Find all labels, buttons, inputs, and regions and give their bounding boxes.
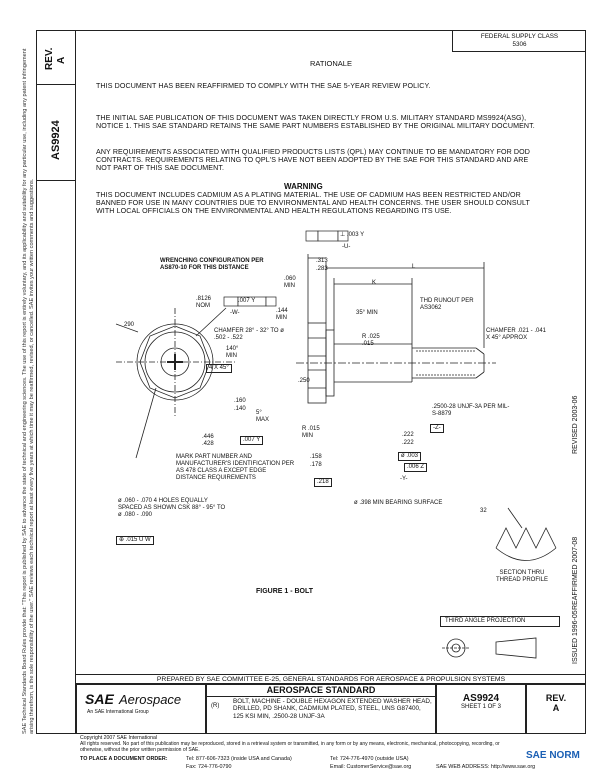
dim-160: .160 [234,398,246,404]
holes-note: ø .060 - .070 4 HOLES EQUALLY SPACED AS … [118,498,226,518]
footer-email[interactable]: Email: CustomerService@sae.org [330,764,412,770]
doc-number: AS9924 [462,693,500,704]
paragraph-1: THE INITIAL SAE PUBLICATION OF THIS DOCU… [96,114,535,130]
third-angle-label: THIRD ANGLE PROJECTION [440,616,560,627]
doc-number-vertical: AS9924 [50,120,62,160]
footer-rights: All rights reserved. No part of this pub… [80,741,500,753]
federal-class-line1: FEDERAL SUPPLY CLASS [480,33,559,40]
logo-sae: SAE [85,691,114,707]
rev-label: REV. [545,693,567,703]
fcf-003: ø .003 [398,452,422,461]
runout-note: THD RUNOUT PER AS3062 [420,298,474,311]
dim-178: .178 [310,462,322,468]
dim-313: .313 [316,258,328,264]
footer-order-label: TO PLACE A DOCUMENT ORDER: [80,756,168,762]
federal-class-line2: 5306 [512,41,527,48]
dim-290: 290 [124,322,135,328]
section-label: SECTION THRU THREAD PROFILE [495,570,548,583]
warning-text: THIS DOCUMENT INCLUDES CADMIUM AS A PLAT… [96,191,530,215]
thread-spec: .2500-28 UNJF-3A PER MIL-S-8879 [432,404,510,417]
revised-stamp: REVISED 2003-06 [572,395,579,454]
warning-title: WARNING [284,182,323,191]
left-notice: SAE Technical Standards Board Rules prov… [22,48,35,734]
dim-k: K [372,280,377,286]
fcf-007y: .007 Y [240,436,264,445]
dim-283: .283 [316,266,328,272]
left-header-column [36,30,76,734]
dim-32: 32 [480,508,487,514]
thread-profile [495,527,557,549]
logo-sub: An SAE International Group [87,709,149,715]
dim-158: .158 [310,454,322,460]
figure-caption: FIGURE 1 - BOLT [256,588,314,595]
rationale-title: RATIONALE [310,59,352,68]
dim-5deg: 5° MAX [256,410,270,423]
dim-222: .222 [402,432,414,438]
datum-z: -Z- [430,424,444,433]
left-divider-2 [36,180,76,181]
fcf-w: .007 Y [238,298,256,304]
dim-140: .140 [234,406,246,412]
reaffirmed-stamp: REAFFIRMED 2007-08 [572,536,579,610]
title-cell: AEROSPACE STANDARD (R) BOLT, MACHINE - D… [206,684,436,734]
fcf-u: ⊥ .003 Y [340,232,365,238]
dim-35deg: 35° MIN [356,310,378,316]
sae-logo: SAE Aerospace An SAE International Group [76,684,206,734]
footer-copyright: Copyright 2007 SAE International [80,735,157,741]
chamfer-top: CHAMFER 28° - 32° TO ø .502 - .522 [214,328,284,341]
dim-140deg: 140° MIN [226,346,239,359]
bolt-drawing [115,230,557,659]
dim-r025: R .025 .015 [362,334,380,347]
dim-l: L [412,264,416,270]
fcf-holes: ⊕ .015 U W [116,536,154,545]
sheet-number: SHEET 1 OF 3 [461,704,501,710]
fcf-006z: .006 Z [404,463,428,472]
rev-value-vertical: A [56,56,67,64]
footer-tel1: Tel: 877-606-7323 (inside USA and Canada… [186,756,292,762]
rev-label-vertical: REV. [44,47,55,70]
part-description: BOLT, MACHINE - DOUBLE HEXAGON EXTENDED … [233,698,432,720]
paragraph-2: ANY REQUIREMENTS ASSOCIATED WITH QUALIFI… [96,148,530,172]
dim-4x45: 4 X 45° [206,364,232,373]
chamfer-right: CHAMFER .021 - .041 X 45° APPROX [486,328,547,341]
rev-cell: REV. A [526,684,586,734]
dim-250: .250 [298,378,310,384]
datum-y: -Y- [400,476,408,482]
logo-aero: Aerospace [119,692,182,707]
bearing-note: ø .398 MIN BEARING SURFACE [354,500,443,506]
datum-u: -U- [342,244,351,250]
sae-norm-watermark: SAE NORM [526,750,580,761]
mark-note: MARK PART NUMBER AND MANUFACTURER'S IDEN… [176,454,295,481]
rev-value: A [552,703,560,713]
dim-218: .218 [314,478,332,487]
footer-tel2: Tel: 724-776-4970 (outside USA) [330,756,409,762]
number-cell: AS9924 SHEET 1 OF 3 [436,684,526,734]
footer-fax: Fax: 724-776-0790 [186,764,232,770]
prepared-by: PREPARED BY SAE COMMITTEE E-25, GENERAL … [76,674,586,684]
wrenching-note: WRENCHING CONFIGURATION PER AS870-10 FOR… [160,258,264,271]
dim-144: .144 MIN [276,308,288,321]
dim-222b: .222 [402,440,414,446]
dim-nom: .8126 NOM [196,296,212,309]
left-divider-1 [36,84,76,85]
dim-446: .446 .428 [202,434,214,447]
issued-stamp: ISSUED 1996-05 [572,610,579,664]
datum-w: -W- [230,310,240,316]
footer-web[interactable]: SAE WEB ADDRESS: http://www.sae.org [436,764,536,770]
standard-title: AEROSPACE STANDARD [207,685,435,697]
federal-class-box: FEDERAL SUPPLY CLASS 5306 [452,30,586,52]
dim-r015: R .015 MIN [302,426,320,439]
r-mark: (R) [211,703,220,709]
dim-060: .060 MIN [284,276,296,289]
rationale-text: THIS DOCUMENT HAS BEEN REAFFIRMED TO COM… [96,82,431,90]
